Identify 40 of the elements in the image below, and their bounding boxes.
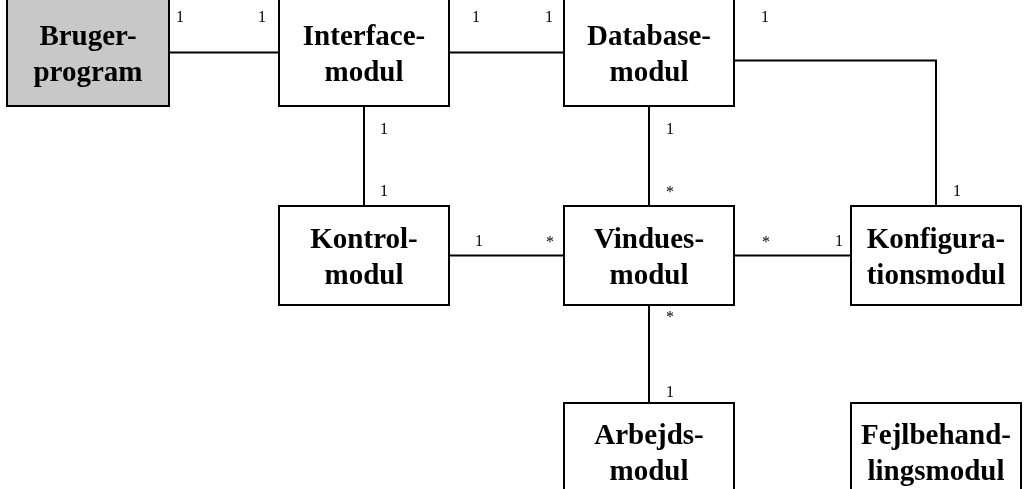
association-line [648, 305, 650, 403]
module-box [563, 205, 735, 306]
multiplicity-label: 1 [545, 8, 553, 26]
multiplicity-label: 1 [953, 182, 961, 200]
association-line [169, 51, 279, 54]
multiplicity-label: 1 [176, 8, 184, 26]
module-box [563, 0, 735, 107]
module-name: Konfigura- tionsmodul [865, 220, 1007, 292]
module-name: Vindues- modul [592, 220, 706, 292]
external-box [6, 0, 170, 107]
multiplicity-label: * [666, 308, 674, 326]
module-box [278, 0, 450, 107]
association-line [648, 106, 650, 206]
module-name: Arbejds- modul [593, 417, 705, 488]
multiplicity-label: * [546, 233, 554, 251]
multiplicity-label: 1 [835, 232, 843, 250]
multiplicity-label: 1 [666, 120, 674, 138]
multiplicity-label: 1 [761, 8, 769, 26]
multiplicity-label: * [666, 183, 674, 201]
module-name: Interface- modul [301, 17, 427, 89]
association-line [449, 254, 564, 257]
association-line [363, 106, 365, 206]
module-box [850, 205, 1022, 306]
multiplicity-label: * [762, 233, 770, 251]
module-box [850, 402, 1022, 489]
module-name: Bruger- program [32, 17, 144, 89]
multiplicity-label: 1 [380, 182, 388, 200]
association-line [449, 51, 564, 54]
multiplicity-label: 1 [380, 120, 388, 138]
multiplicity-label: 1 [258, 8, 266, 26]
module-name: Kontrol- modul [309, 220, 419, 292]
multiplicity-label: 1 [472, 8, 480, 26]
association-line [734, 254, 851, 257]
module-name: Fejlbehand- lingsmodul [860, 417, 1012, 488]
multiplicity-label: 1 [475, 232, 483, 250]
association-line [734, 59, 937, 206]
module-name: Database- modul [585, 17, 712, 89]
multiplicity-label: 1 [666, 383, 674, 401]
module-box [278, 205, 450, 306]
module-box [563, 402, 735, 489]
